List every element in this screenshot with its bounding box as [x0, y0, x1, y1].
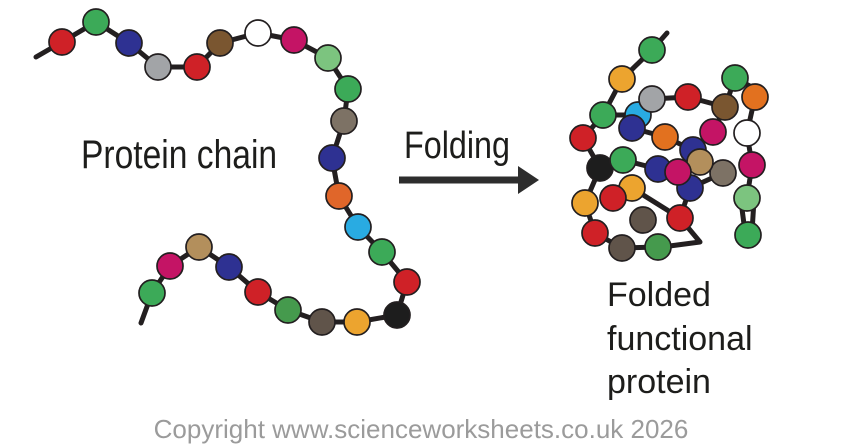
amino-acid-bead-lightgreen [733, 184, 761, 212]
amino-acid-bead-red [666, 204, 694, 232]
protein-chain-label: Protein chain [81, 133, 278, 177]
amino-acid-bead-taupe [308, 308, 336, 336]
amino-acid-bead-tan [185, 233, 213, 261]
amino-acid-bead-taupelight [330, 107, 358, 135]
amino-acid-bead-navy [318, 144, 346, 172]
amino-acid-bead-brown [711, 93, 739, 121]
amino-acid-bead-black [383, 301, 411, 329]
amino-acid-bead-navy [115, 29, 143, 57]
amino-acid-bead-brown [206, 29, 234, 57]
amino-acid-bead-amber [343, 308, 371, 336]
amino-acid-bead-green2 [644, 233, 672, 261]
folded-protein-label: Folded functional protein [607, 274, 753, 405]
folding-arrow [399, 166, 539, 194]
amino-acid-bead-cyan [344, 213, 372, 241]
amino-acid-bead-amber [608, 65, 636, 93]
amino-acid-bead-green [734, 221, 762, 249]
amino-acid-bead-lightgreen [314, 44, 342, 72]
amino-acid-bead-magenta [738, 151, 766, 179]
amino-acid-bead-taupelight [709, 159, 737, 187]
amino-acid-bead-red [48, 28, 76, 56]
amino-acid-bead-green [638, 36, 666, 64]
amino-acid-bead-taupe [608, 234, 636, 262]
amino-acid-bead-gray [638, 85, 666, 113]
amino-acid-bead-green2 [274, 296, 302, 324]
amino-acid-bead-white [733, 119, 761, 147]
amino-acid-bead-taupe [629, 206, 657, 234]
folded-protein-label-line1: Folded [607, 276, 711, 314]
amino-acid-bead-red [569, 124, 597, 152]
amino-acid-bead-navy [215, 253, 243, 281]
amino-acid-bead-green [138, 279, 166, 307]
amino-acid-bead-magenta [664, 158, 692, 186]
amino-acid-bead-red [183, 53, 211, 81]
folding-arrow-head [518, 166, 539, 194]
amino-acid-bead-magenta [156, 252, 184, 280]
amino-acid-bead-dkorange [651, 123, 679, 151]
folding-label: Folding [404, 125, 510, 167]
folded-protein-label-line2: functional [607, 319, 753, 358]
protein-chain-group [33, 8, 421, 336]
amino-acid-bead-red [393, 268, 421, 296]
amino-acid-bead-magenta [280, 26, 308, 54]
amino-acid-bead-green [82, 8, 110, 36]
amino-acid-bead-green [589, 101, 617, 129]
amino-acid-bead-red [599, 184, 627, 212]
amino-acid-bead-magenta [699, 118, 727, 146]
amino-acid-bead-black [586, 154, 614, 182]
folded-protein-label-line3: protein [607, 363, 711, 401]
amino-acid-bead-green [609, 146, 637, 174]
amino-acid-bead-orange [325, 182, 353, 210]
amino-acid-bead-green [721, 64, 749, 92]
amino-acid-bead-dkorange [741, 83, 769, 111]
amino-acid-bead-red [244, 278, 272, 306]
amino-acid-bead-amber [571, 189, 599, 217]
amino-acid-bead-green [334, 75, 362, 103]
amino-acid-bead-red [674, 83, 702, 111]
copyright-text: Copyright www.scienceworksheets.co.uk 20… [153, 414, 689, 444]
amino-acid-bead-white [244, 19, 272, 47]
folded-protein-group [569, 30, 769, 262]
amino-acid-bead-navy [618, 114, 646, 142]
amino-acid-bead-gray [144, 53, 172, 81]
amino-acid-bead-red [581, 219, 609, 247]
amino-acid-bead-green [368, 238, 396, 266]
